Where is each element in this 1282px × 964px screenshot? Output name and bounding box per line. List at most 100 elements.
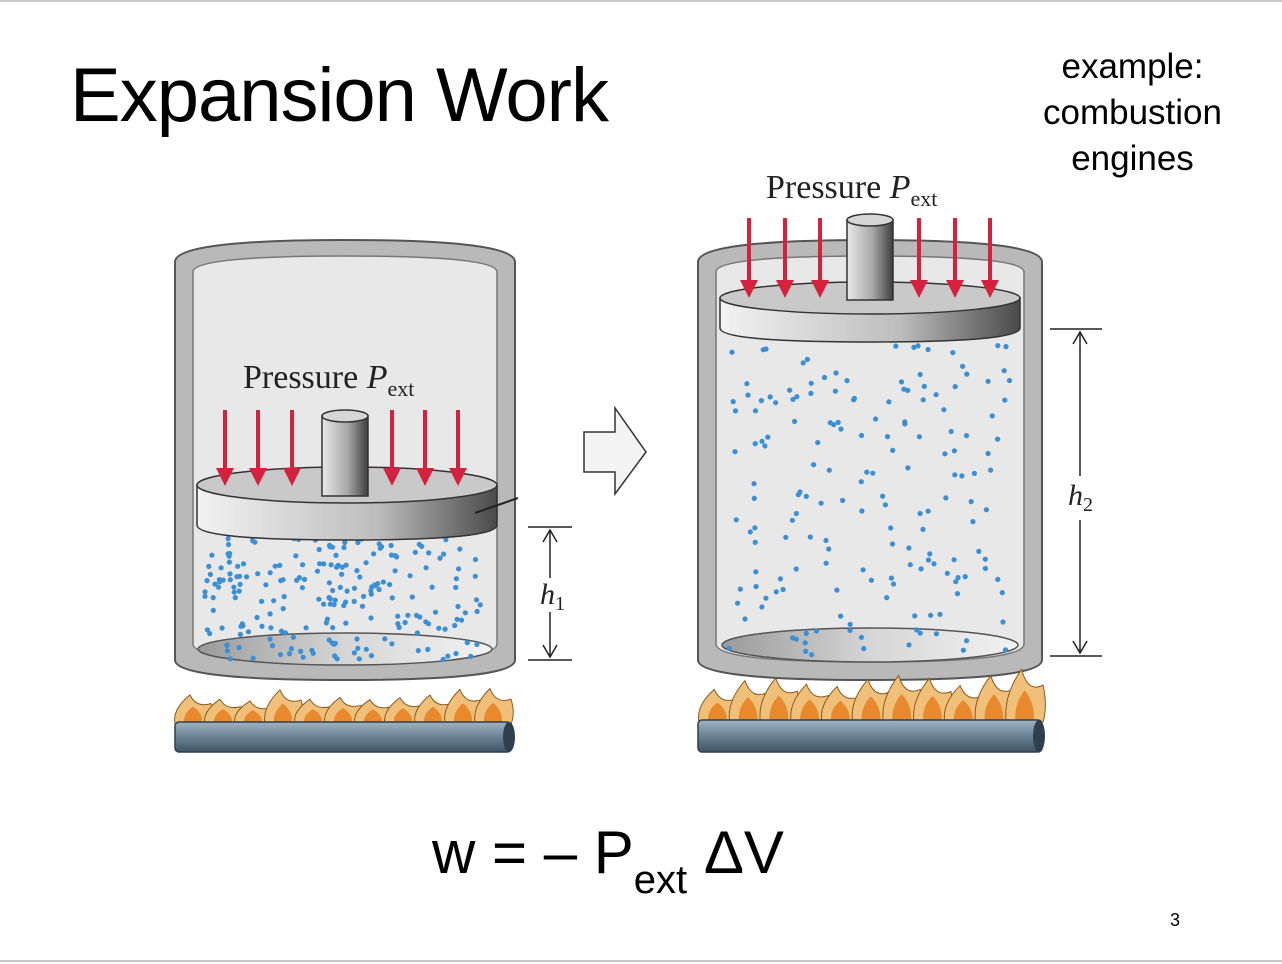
gas-molecule — [328, 562, 334, 568]
gas-molecule — [382, 636, 388, 642]
gas-molecule — [332, 640, 338, 646]
equation-rhs: ΔV — [703, 819, 784, 886]
example-note: example: combustion engines — [1020, 44, 1245, 182]
gas-molecule — [844, 378, 850, 384]
gas-molecule — [299, 585, 305, 591]
gas-molecule — [868, 577, 875, 583]
gas-molecule — [437, 555, 443, 561]
gas-molecule — [227, 571, 233, 577]
right-pressure-label: Pressure Pext — [766, 169, 937, 211]
down-arrow-icon — [811, 218, 829, 298]
gas-molecule — [409, 594, 415, 600]
gas-molecule — [753, 569, 759, 575]
gas-molecule — [960, 363, 966, 369]
gas-molecule — [412, 549, 418, 555]
gas-molecule — [795, 492, 802, 498]
gas-molecule — [927, 551, 933, 557]
gas-molecule — [950, 350, 956, 356]
gas-molecule — [204, 578, 210, 584]
gas-molecule — [937, 611, 943, 617]
gas-molecule — [462, 610, 468, 616]
gas-molecule — [737, 586, 743, 592]
gas-molecule — [752, 525, 758, 531]
left-cylinder: Pressure Pext h1 — [174, 238, 572, 753]
gas-molecule — [838, 426, 844, 432]
gas-molecule — [337, 584, 343, 591]
gas-molecule — [906, 545, 912, 551]
gas-molecule — [321, 601, 327, 607]
gas-molecule — [811, 462, 817, 468]
gas-molecule — [809, 652, 815, 658]
gas-molecule — [278, 628, 285, 634]
gas-molecule — [288, 646, 294, 652]
gas-molecule — [330, 587, 336, 594]
down-arrow-icon — [946, 218, 964, 298]
gas-molecule — [823, 560, 829, 566]
gas-molecule — [995, 436, 1001, 442]
gas-molecule — [914, 627, 920, 633]
gas-molecule — [237, 581, 243, 588]
gas-molecule — [227, 656, 233, 662]
gas-molecule — [911, 344, 917, 350]
gas-molecule — [371, 551, 377, 557]
equation-lhs: w = – P — [432, 819, 634, 886]
gas-molecule — [832, 388, 839, 394]
gas-molecule — [355, 645, 361, 652]
gas-molecule — [387, 581, 393, 588]
right-gas-molecules — [726, 343, 1013, 658]
gas-molecule — [1002, 647, 1009, 653]
down-arrow-icon — [383, 410, 401, 486]
gas-molecule — [982, 556, 988, 562]
gas-molecule — [835, 419, 841, 425]
flame-icon — [204, 698, 244, 725]
gas-molecule — [952, 472, 958, 478]
down-arrow-icon — [216, 410, 234, 486]
gas-molecule — [267, 570, 273, 576]
gas-molecule — [388, 542, 394, 549]
gas-molecule — [303, 625, 309, 631]
gas-molecule — [215, 584, 222, 590]
gas-molecule — [402, 619, 408, 626]
gas-molecule — [864, 469, 870, 475]
note-line-3: engines — [1071, 139, 1194, 178]
gas-molecule — [209, 552, 215, 558]
gas-molecule — [808, 380, 814, 386]
down-arrow-icon — [416, 410, 434, 486]
gas-molecule — [933, 631, 940, 637]
gas-molecule — [758, 398, 765, 404]
gas-molecule — [327, 544, 333, 550]
gas-molecule — [1002, 397, 1008, 403]
gas-molecule — [808, 390, 814, 396]
gas-molecule — [440, 656, 446, 663]
gas-molecule — [847, 621, 853, 628]
gas-molecule — [815, 439, 821, 446]
right-flame-icon — [697, 668, 1046, 723]
gas-molecule — [783, 534, 789, 540]
gas-molecule — [726, 645, 732, 651]
gas-molecule — [925, 557, 932, 563]
page-number: 3 — [1170, 910, 1181, 930]
gas-molecule — [873, 416, 879, 422]
gas-molecule — [834, 587, 840, 593]
gas-molecule — [999, 590, 1005, 596]
gas-molecule — [826, 467, 832, 473]
left-gas-molecules — [202, 533, 483, 663]
gas-molecule — [886, 399, 892, 405]
gas-molecule — [474, 641, 480, 648]
gas-molecule — [753, 583, 759, 590]
gas-molecule — [351, 650, 357, 656]
gas-molecule — [472, 556, 479, 563]
gas-molecule — [202, 589, 208, 595]
gas-molecule — [902, 421, 908, 427]
gas-molecule — [269, 643, 276, 649]
gas-molecule — [327, 601, 333, 607]
gas-molecule — [985, 378, 991, 384]
gas-molecule — [429, 584, 435, 590]
gas-molecule — [1000, 619, 1006, 625]
gas-molecule — [361, 593, 367, 600]
gas-molecule — [389, 595, 395, 601]
gas-molecule — [343, 562, 349, 568]
gas-molecule — [237, 631, 243, 638]
gas-molecule — [206, 563, 212, 570]
gas-molecule — [407, 573, 413, 579]
